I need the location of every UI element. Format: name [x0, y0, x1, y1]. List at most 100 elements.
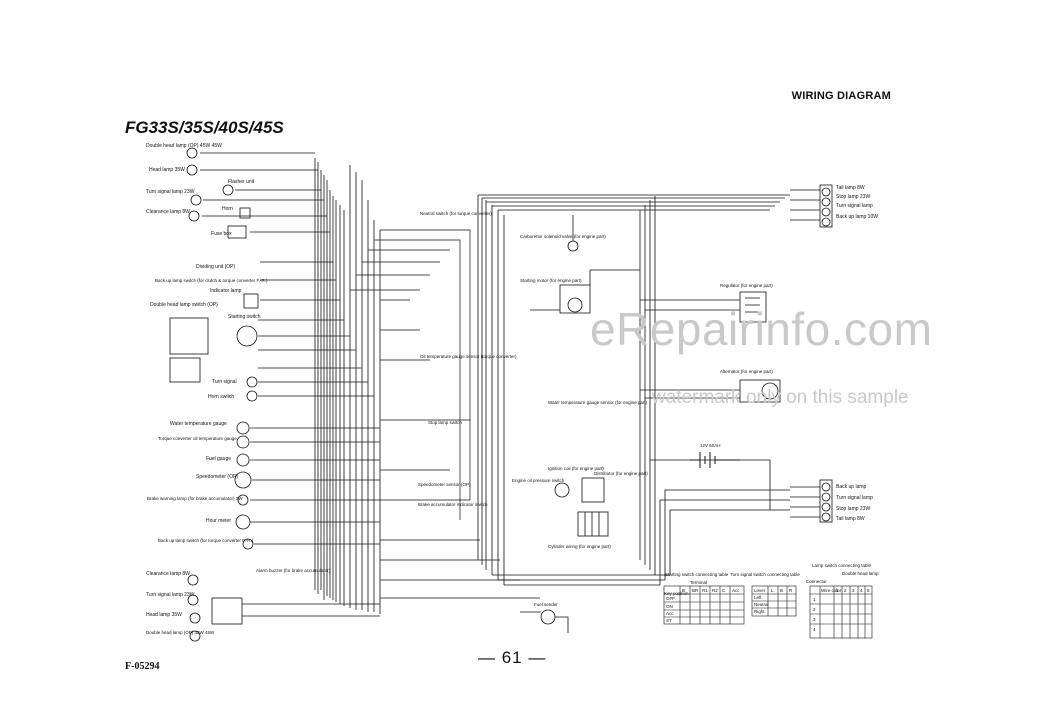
rear-lamp-cluster-bottom — [790, 479, 833, 523]
starting-switch-table: Starting switch connecting table Termina… — [663, 572, 745, 625]
turn-signal-table: Turn signal switch connecting table Leve… — [730, 572, 800, 617]
label-starting-switch: Starting switch — [228, 314, 261, 320]
label-double-head-lamp-bottom: Double head lamp (OP) 45W 45W — [146, 630, 215, 635]
label-back-up-lamp-top: Back up lamp 10W — [836, 214, 878, 220]
label-back-up-lamp-switch-bottom: Back up lamp switch (for torque converte… — [158, 538, 254, 543]
starting-table-title: Starting switch connecting table — [665, 572, 729, 577]
starting-header-1: BR — [692, 588, 699, 593]
starting-row-0: OFF — [666, 596, 675, 601]
label-indicator-lamp: Indicator lamp — [210, 288, 242, 294]
turn-header-0: Lever — [754, 588, 766, 593]
label-engine-oil-pressure-switch: Engine oil pressure switch — [512, 478, 565, 483]
battery-symbol — [690, 452, 740, 468]
starting-row-3: ST — [666, 618, 672, 623]
regulator-symbol — [739, 291, 767, 323]
label-fuel-sender: Fuel sender — [534, 602, 558, 607]
turn-header-2: B — [780, 588, 783, 593]
label-clearance-lamp-top: Clearance lamp 8W — [146, 209, 190, 215]
label-starting-motor: Starting motor (for engine part) — [520, 278, 582, 283]
rear-lamp-cluster-top — [790, 184, 833, 228]
label-water-temp-gauge-sensor: Water temperature gauge sensor (for engi… — [548, 400, 648, 405]
left-components — [169, 147, 259, 642]
label-alarm-buzzer: Alarm buzzer (for brake accumulator) — [256, 568, 331, 573]
label-fuse-box: Fuse box — [211, 231, 232, 237]
starting-header-5: Acc — [732, 588, 740, 593]
left-wire-stubs — [200, 152, 380, 617]
lamp-header-2: 2 — [844, 588, 847, 593]
label-carburettor-solenoid: Carburettor solenoid valve (for engine p… — [520, 234, 606, 239]
lamp-table-double-head: Double head lamp — [842, 571, 879, 576]
label-turn-signal: Turn signal — [212, 379, 237, 385]
distributor-symbol — [554, 477, 609, 537]
watermark-main: eRepairinfo.com — [590, 303, 933, 355]
label-head-lamp-bottom: Head lamp 35W — [146, 612, 182, 618]
watermark-sub: watermark only on this sample — [652, 387, 909, 408]
lamp-switch-table: Lamp switch connecting table Double head… — [806, 563, 879, 639]
label-torque-converter-oil-temp-gauge: Torque converter oil temperature gauge — [158, 436, 237, 441]
label-hour-meter: Hour meter — [206, 518, 231, 524]
lamp-header-0: Wire color — [821, 588, 842, 593]
alternator-symbol — [739, 379, 781, 403]
label-turn-signal-lamp-top: Turn signal lamp 23W — [146, 189, 195, 195]
lamp-table-connector: Connector — [806, 579, 827, 584]
label-neutral-switch: Neutral switch (for torque converter) — [420, 211, 492, 216]
label-clearance-lamp-bottom: Clearance lamp 8W — [146, 571, 190, 577]
label-oil-temp-gauge-sensor: Oil temperature gauge sensor (torque con… — [420, 354, 517, 359]
label-speedometer-sensor: Speedometer sensor (OP) — [418, 482, 471, 487]
lamp-header-3: 3 — [852, 588, 855, 593]
lamp-row-2: 3 — [813, 617, 816, 622]
model-title: FG33S/35S/40S/45S — [125, 118, 284, 137]
starting-table-key-position: Key position — [664, 591, 689, 596]
starting-header-4: C — [722, 588, 726, 593]
label-fuel-gauge: Fuel gauge — [206, 456, 231, 462]
label-tail-lamp-top: Tail lamp 8W — [836, 185, 865, 191]
turn-header-1: L — [771, 588, 774, 593]
label-water-temp-gauge: Water temperature gauge — [170, 421, 227, 427]
label-cylinder-wiring: Cylinder wiring (for engine part) — [548, 544, 611, 549]
lamp-header-5: 5 — [867, 588, 870, 593]
label-alternator: Alternator (for engine part) — [720, 369, 773, 374]
label-horn-switch: Horn switch — [208, 394, 234, 400]
label-regulator: Regulator (for engine part) — [720, 283, 773, 288]
lamp-header-1: 1 — [836, 588, 839, 593]
label-battery: 12V 60AH — [700, 443, 721, 448]
label-back-up-lamp-switch-top: Back up lamp switch (for clutch & torque… — [155, 278, 268, 283]
label-back-up-lamp-bottom: Back up lamp — [836, 484, 867, 490]
carburettor-solenoid-symbol — [567, 215, 579, 252]
label-head-lamp-top: Head lamp 35W — [149, 167, 185, 173]
lamp-row-0: 1 — [813, 597, 816, 602]
label-ignition-coil: Ignition coil (for engine part) — [548, 466, 604, 471]
label-speedometer: Speedometer (OP) — [196, 474, 238, 480]
label-tail-lamp-bottom: Tail lamp 8W — [836, 516, 865, 522]
label-stop-lamp-switch: Stop lamp switch — [428, 420, 463, 425]
starting-header-3: R2 — [712, 588, 718, 593]
lamp-row-1: 2 — [813, 607, 816, 612]
label-horn: Horn — [222, 206, 233, 212]
label-double-head-lamp-switch: Double head lamp switch (OP) — [150, 302, 218, 308]
lamp-header-4: 4 — [860, 588, 863, 593]
label-brake-warning-lamp: Brake warning lamp (for brake accumulato… — [147, 496, 243, 501]
central-bundle — [477, 194, 790, 586]
turn-header-3: R — [789, 588, 793, 593]
turn-table-title: Turn signal switch connecting table — [730, 572, 800, 577]
label-stop-lamp-bottom: Stop lamp 23W — [836, 506, 870, 512]
label-distributor: Distributor (for engine part) — [594, 471, 648, 476]
starting-header-2: R1 — [702, 588, 708, 593]
turn-row-2: Right — [754, 609, 765, 614]
fuel-sender-symbol — [520, 609, 569, 633]
label-stop-lamp-top: Stop lamp 23W — [836, 194, 870, 200]
label-double-head-lamp-top: Double head lamp (OP) 45W 45W — [146, 143, 222, 149]
starting-row-1: ON — [666, 604, 673, 609]
section-title: WIRING DIAGRAM — [791, 90, 891, 102]
starting-table-terminal: Terminal — [690, 580, 707, 585]
page-number: — 61 — — [478, 648, 547, 667]
label-turn-signal-lamp-bottom: Turn signal lamp 23W — [146, 592, 195, 598]
label-dividing-unit: Dividing unit (OP) — [196, 264, 236, 270]
label-flasher-unit: Flasher unit — [228, 179, 255, 185]
starting-row-2: Acc — [666, 611, 674, 616]
doc-code: F-05294 — [125, 661, 160, 672]
starting-header-0: B — [682, 588, 685, 593]
horizontal-wires — [350, 229, 540, 599]
lamp-row-3: 4 — [813, 627, 816, 632]
